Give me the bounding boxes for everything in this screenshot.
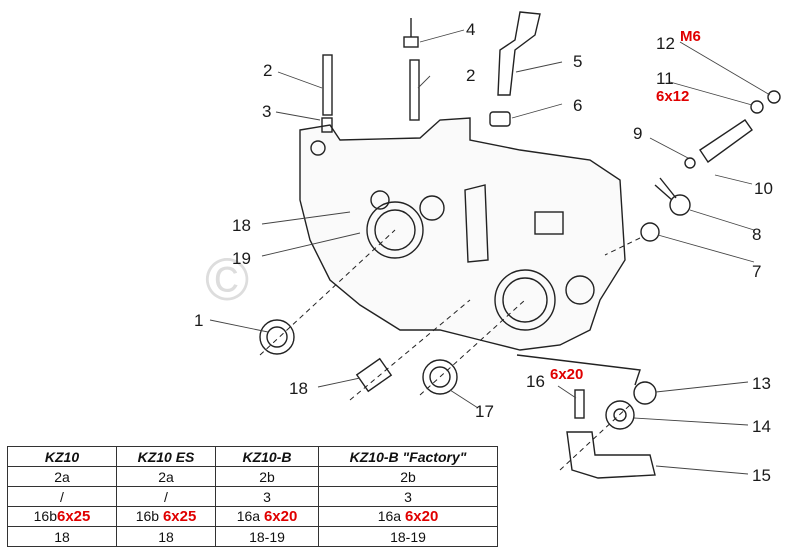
spec-part-11: 6x12: [656, 88, 690, 105]
part-4-nut: [403, 36, 419, 48]
table-cell: 2a: [116, 466, 216, 487]
part-13-washer: [633, 381, 657, 405]
table-cell: 3: [215, 486, 319, 507]
table-cell: 16b 6x25: [116, 506, 216, 527]
cell-spec: 6x25: [162, 508, 197, 525]
header-kz10-b-factory: KZ10-B "Factory": [318, 446, 498, 467]
table-cell: /: [7, 486, 117, 507]
table-cell: /: [116, 486, 216, 507]
callout-2-left: 2: [263, 61, 273, 80]
part-2-stud-right: [409, 59, 420, 121]
callout-16: 16: [526, 372, 545, 391]
callout-1: 1: [194, 311, 204, 330]
callout-11: 11: [656, 69, 674, 88]
cell-spec: 6x25: [56, 508, 91, 525]
part-7-seal: [640, 222, 660, 242]
header-kz10: KZ10: [7, 446, 117, 467]
callout-19: 19: [232, 249, 251, 268]
table-row: / / 3 3: [7, 486, 498, 507]
cell-part: 16b: [33, 508, 57, 524]
table-row: 2a 2a 2b 2b: [7, 466, 498, 487]
crankcase-bore-left: [366, 201, 424, 259]
callout-6: 6: [573, 96, 583, 115]
callout-2-right: 2: [466, 66, 476, 85]
watermark: ©: [205, 246, 249, 313]
part-12-nut: [767, 90, 781, 104]
cell-part: 16a: [377, 508, 402, 524]
model-parts-table: KZ10 KZ10 ES KZ10-B KZ10-B "Factory" 2a …: [7, 446, 498, 547]
cell-part: 16a: [236, 508, 261, 524]
callout-9: 9: [633, 124, 643, 143]
part-8-spring: [669, 194, 691, 216]
callout-15: 15: [752, 466, 771, 485]
part-9-pin: [684, 157, 696, 169]
callout-12: 12: [656, 34, 675, 53]
callout-4: 4: [466, 20, 476, 39]
table-cell: 16b6x25: [7, 506, 117, 527]
part-6-bushing: [489, 111, 511, 127]
callout-3: 3: [262, 102, 272, 121]
table-cell: 3: [318, 486, 498, 507]
callout-18-bottom: 18: [289, 379, 308, 398]
cell-part: 16b: [135, 508, 160, 524]
callout-17: 17: [475, 402, 494, 421]
table-cell: 2a: [7, 466, 117, 487]
part-15-lever: [566, 431, 656, 479]
table-cell: 2b: [318, 466, 498, 487]
crankcase-bore-right: [494, 269, 556, 331]
header-kz10-b: KZ10-B: [215, 446, 319, 467]
table-cell: 16a 6x20: [215, 506, 319, 527]
table-cell: 16a 6x20: [318, 506, 498, 527]
table-row: 18 18 18-19 18-19: [7, 526, 498, 547]
part-17-seal: [422, 359, 458, 395]
part-5-shaft: [497, 11, 541, 96]
table-cell: 2b: [215, 466, 319, 487]
cell-spec: 6x20: [263, 508, 298, 525]
callout-5: 5: [573, 52, 583, 71]
part-3-dowel: [321, 117, 333, 133]
callout-8: 8: [752, 225, 762, 244]
callout-7: 7: [752, 262, 762, 281]
callout-14: 14: [752, 417, 771, 436]
part-11-washer: [750, 100, 764, 114]
spec-part-12: M6: [680, 28, 701, 45]
table-cell: 18-19: [215, 526, 319, 547]
callout-13: 13: [752, 374, 771, 393]
part-10-shaft: [699, 119, 753, 163]
part-18-pin-lower: [355, 357, 393, 393]
table-header-row: KZ10 KZ10 ES KZ10-B KZ10-B "Factory": [7, 446, 498, 467]
callout-10: 10: [754, 179, 773, 198]
callout-18-top: 18: [232, 216, 251, 235]
spec-part-16: 6x20: [550, 366, 584, 383]
table-cell: 18: [7, 526, 117, 547]
cell-spec: 6x20: [404, 508, 439, 525]
part-2-stud-left: [322, 54, 333, 116]
table-cell: 18: [116, 526, 216, 547]
header-kz10-es: KZ10 ES: [116, 446, 216, 467]
table-row: 16b6x25 16b 6x25 16a 6x20 16a 6x20: [7, 506, 498, 527]
part-16-bolt: [574, 389, 585, 419]
part-1-seal: [259, 319, 295, 355]
crankcase-body: [299, 117, 626, 351]
table-cell: 18-19: [318, 526, 498, 547]
part-14-bearing: [605, 400, 635, 430]
